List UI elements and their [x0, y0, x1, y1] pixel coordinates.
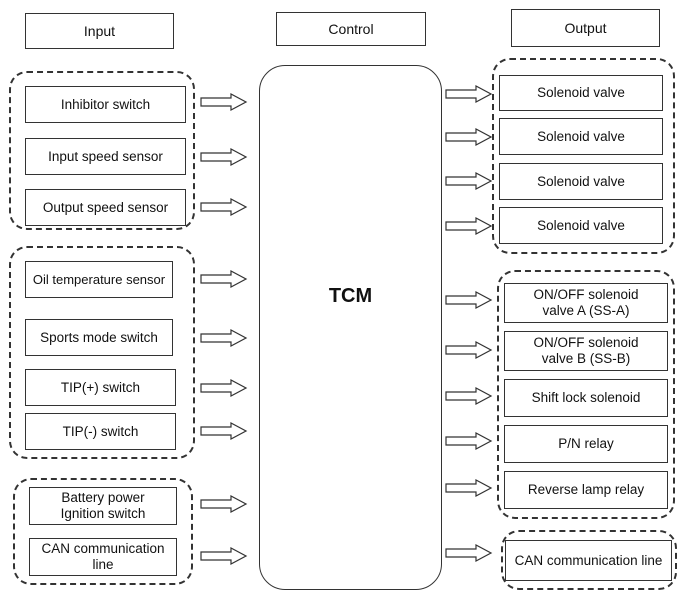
- input-label: Output speed sensor: [42, 199, 169, 215]
- input-box-input-speed-sensor: Input speed sensor: [25, 138, 186, 175]
- input-label: Battery power Ignition switch: [60, 490, 146, 521]
- arrow-icon: [200, 422, 247, 440]
- output-label: ON/OFF solenoid valve A (SS-A): [533, 287, 639, 318]
- arrow-icon: [445, 217, 492, 235]
- output-box-solenoid-valve-3: Solenoid valve: [499, 163, 663, 200]
- output-group-2: [497, 270, 675, 519]
- input-label: Oil temperature sensor: [32, 271, 166, 287]
- output-box-solenoid-valve-2: Solenoid valve: [499, 118, 663, 155]
- arrow-icon: [445, 128, 492, 146]
- input-box-tip-plus-switch: TIP(+) switch: [25, 369, 176, 406]
- output-label: CAN communication line: [514, 552, 663, 568]
- tcm-label: TCM: [328, 285, 373, 307]
- output-label: Solenoid valve: [537, 85, 625, 100]
- input-header-label: Input: [83, 23, 116, 39]
- control-header-label: Control: [328, 21, 374, 37]
- input-box-sports-mode-switch: Sports mode switch: [25, 319, 173, 356]
- input-header: Input: [25, 13, 174, 49]
- input-group-1: [9, 71, 195, 230]
- arrow-icon: [445, 387, 492, 405]
- arrow-icon: [200, 148, 247, 166]
- input-box-output-speed-sensor: Output speed sensor: [25, 189, 186, 226]
- output-label: Shift lock solenoid: [531, 390, 641, 405]
- input-label: TIP(-) switch: [62, 423, 139, 439]
- arrow-icon: [200, 198, 247, 216]
- arrow-icon: [445, 432, 492, 450]
- input-label: TIP(+) switch: [60, 379, 141, 395]
- output-box-pn-relay: P/N relay: [504, 425, 668, 463]
- arrow-icon: [200, 547, 247, 565]
- output-box-reverse-lamp-relay: Reverse lamp relay: [504, 471, 668, 509]
- output-label: Reverse lamp relay: [527, 482, 645, 497]
- output-box-shift-lock-solenoid: Shift lock solenoid: [504, 379, 668, 417]
- output-box-on-off-solenoid-valve-a: ON/OFF solenoid valve A (SS-A): [504, 283, 668, 323]
- input-group-3: [13, 478, 193, 585]
- output-box-can-communication-line: CAN communication line: [505, 540, 672, 581]
- input-box-can-communication-line: CAN communication line: [29, 538, 177, 576]
- arrow-icon: [200, 270, 247, 288]
- output-group-1: [492, 58, 675, 254]
- arrow-icon: [445, 172, 492, 190]
- output-box-solenoid-valve-1: Solenoid valve: [499, 75, 663, 111]
- input-label: Input speed sensor: [48, 148, 163, 164]
- control-header: Control: [276, 12, 426, 46]
- input-box-tip-minus-switch: TIP(-) switch: [25, 413, 176, 450]
- arrow-icon: [200, 329, 247, 347]
- output-label: P/N relay: [558, 436, 614, 451]
- output-label: Solenoid valve: [537, 128, 625, 144]
- output-label: Solenoid valve: [537, 173, 625, 189]
- arrow-icon: [200, 495, 247, 513]
- arrow-icon: [445, 291, 492, 309]
- output-label: Solenoid valve: [537, 217, 625, 233]
- arrow-icon: [200, 93, 247, 111]
- input-label: Inhibitor switch: [60, 96, 151, 112]
- arrow-icon: [200, 379, 247, 397]
- output-group-3: [501, 530, 677, 590]
- arrow-icon: [445, 341, 492, 359]
- output-box-solenoid-valve-4: Solenoid valve: [499, 207, 663, 244]
- arrow-icon: [445, 85, 492, 103]
- tcm-block: [259, 65, 442, 590]
- input-box-inhibitor-switch: Inhibitor switch: [25, 86, 186, 123]
- arrow-icon: [445, 544, 492, 562]
- input-box-battery-power-ignition-switch: Battery power Ignition switch: [29, 487, 177, 525]
- input-label: CAN communication line: [41, 541, 165, 572]
- input-label: Sports mode switch: [40, 329, 158, 345]
- arrow-icon: [445, 479, 492, 497]
- output-box-on-off-solenoid-valve-b: ON/OFF solenoid valve B (SS-B): [504, 331, 668, 371]
- output-label: ON/OFF solenoid valve B (SS-B): [533, 335, 639, 366]
- input-box-oil-temperature-sensor: Oil temperature sensor: [25, 261, 173, 298]
- output-header-label: Output: [564, 20, 607, 36]
- output-header: Output: [511, 9, 660, 47]
- input-group-2: [9, 246, 195, 459]
